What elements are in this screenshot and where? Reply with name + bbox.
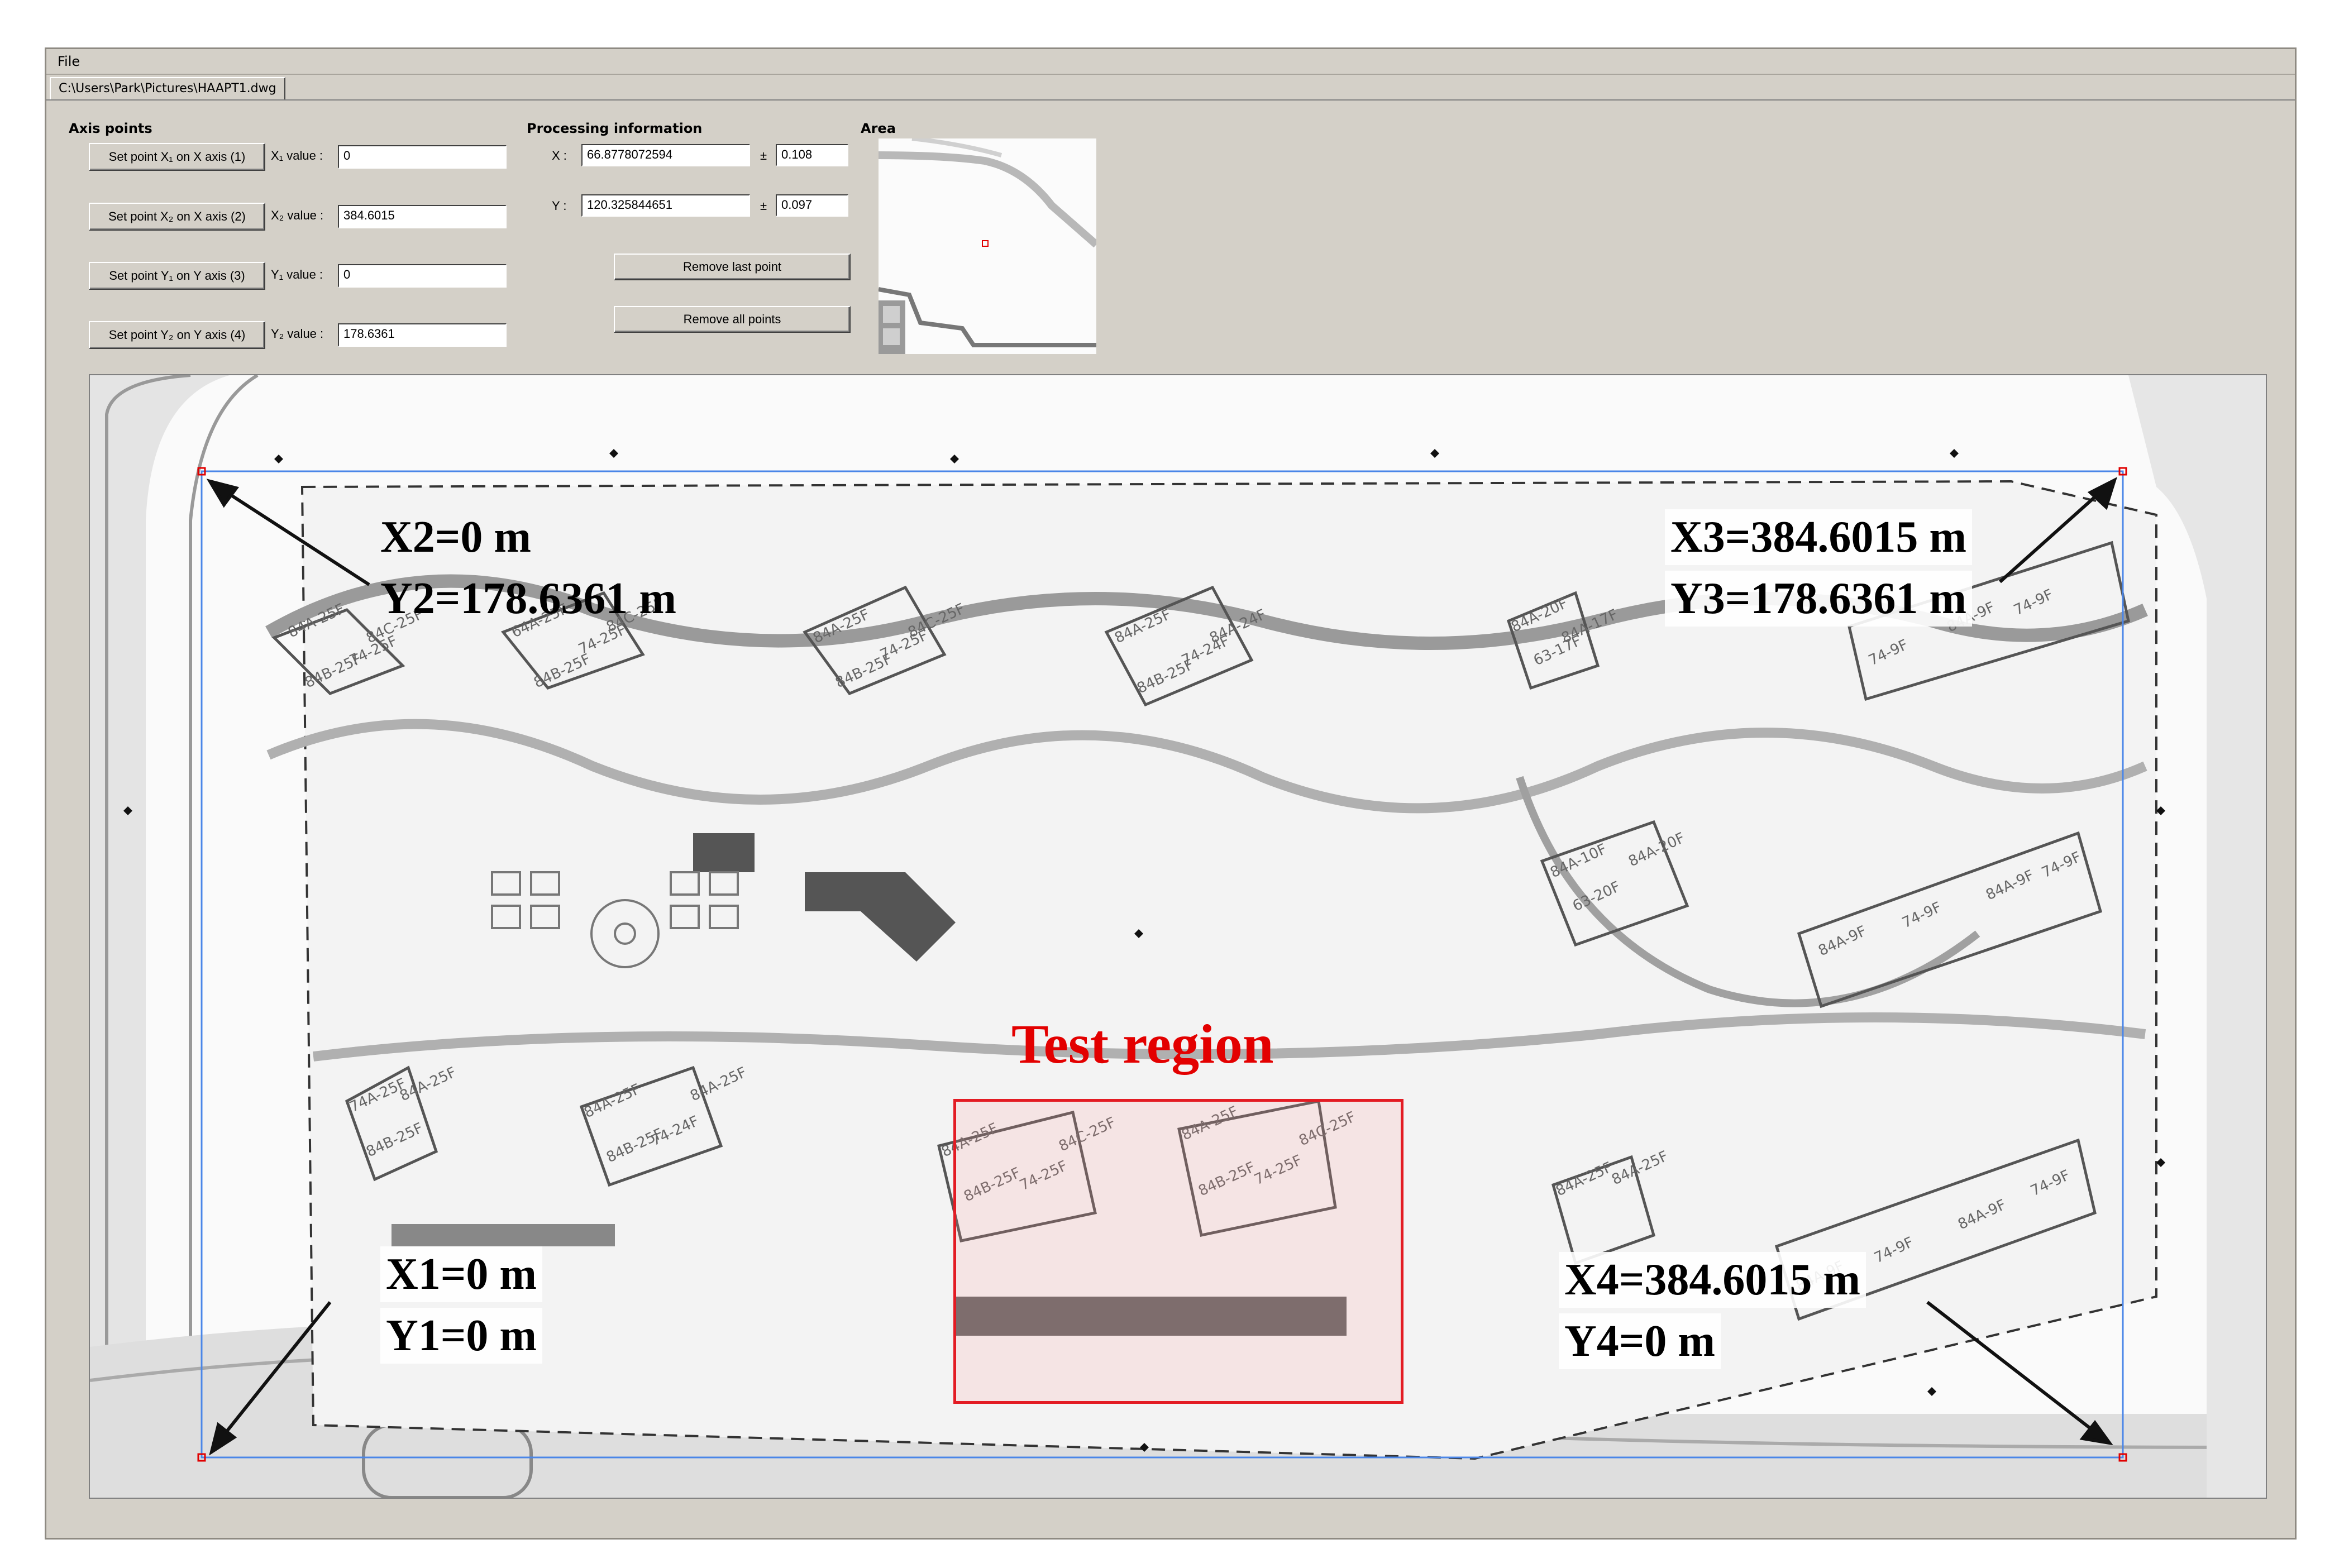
- processed-y-label: Y :: [552, 199, 567, 213]
- x2-value-input[interactable]: 384.6015: [338, 205, 507, 228]
- area-zoom-image: [879, 138, 1096, 354]
- axis-points-title: Axis points: [69, 121, 152, 136]
- annotation-x3: X3=384.6015 m: [1665, 509, 1972, 565]
- test-region-label: Test region: [1011, 1013, 1274, 1075]
- processing-info-title: Processing information: [527, 121, 703, 136]
- processed-x-value: 66.8778072594: [581, 144, 750, 166]
- x1-value-label: X₁ value :: [271, 149, 323, 162]
- processed-x-error: 0.108: [776, 144, 848, 166]
- remove-all-points-button[interactable]: Remove all points: [614, 306, 851, 333]
- annotation-y4: Y4=0 m: [1559, 1313, 1721, 1369]
- annotation-y3: Y3=178.6361 m: [1665, 571, 1972, 627]
- area-title: Area: [861, 121, 896, 136]
- y-plus-minus: ±: [760, 199, 767, 213]
- x-plus-minus: ±: [760, 149, 767, 162]
- y1-value-label: Y₁ value :: [271, 267, 323, 281]
- annotation-y2: Y2=178.6361 m: [380, 574, 676, 623]
- processed-x-label: X :: [552, 149, 567, 162]
- processed-y-value: 120.325844651: [581, 194, 750, 217]
- set-point-x1-button[interactable]: Set point X₁ on X axis (1): [89, 143, 265, 171]
- x2-value-label: X₂ value :: [271, 208, 324, 222]
- application-window: File C:\Users\Park\Pictures\HAAPT1.dwg A…: [45, 47, 2297, 1540]
- document-tab[interactable]: C:\Users\Park\Pictures\HAAPT1.dwg: [50, 77, 285, 99]
- document-tab-bar: C:\Users\Park\Pictures\HAAPT1.dwg: [46, 75, 2295, 101]
- annotation-x4: X4=384.6015 m: [1559, 1252, 1866, 1308]
- menu-file[interactable]: File: [58, 54, 80, 69]
- set-point-x2-button[interactable]: Set point X₂ on X axis (2): [89, 203, 265, 231]
- remove-last-point-button[interactable]: Remove last point: [614, 254, 851, 280]
- x1-value-input[interactable]: 0: [338, 145, 507, 169]
- annotation-x1: X1=0 m: [380, 1246, 542, 1302]
- area-preview: [879, 138, 1096, 354]
- menu-bar: File: [46, 49, 2295, 75]
- annotation-y1: Y1=0 m: [380, 1308, 542, 1364]
- annotation-x2: X2=0 m: [380, 513, 531, 562]
- y2-value-label: Y₂ value :: [271, 327, 324, 341]
- test-region-box: [953, 1099, 1403, 1404]
- y2-value-input[interactable]: 178.6361: [338, 323, 507, 347]
- set-point-y2-button[interactable]: Set point Y₂ on Y axis (4): [89, 321, 265, 349]
- y1-value-input[interactable]: 0: [338, 264, 507, 288]
- set-point-y1-button[interactable]: Set point Y₁ on Y axis (3): [89, 262, 265, 290]
- processed-y-error: 0.097: [776, 194, 848, 217]
- site-plan-drawing: 84A-25F74-25F84B-25F84C-25F64A-25F74-25F…: [90, 375, 2266, 1498]
